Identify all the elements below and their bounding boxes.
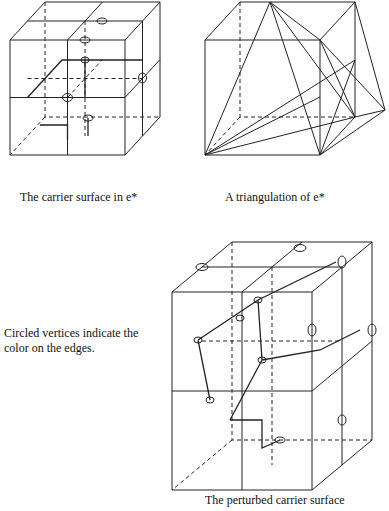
perturbed-surface-cube (172, 242, 376, 490)
figure-caption: The perturbed carrier surface (205, 493, 385, 508)
vertex-circle (275, 437, 285, 443)
carrier-surface (28, 60, 143, 140)
vertex-circle (206, 397, 214, 403)
cube-outline (10, 2, 160, 155)
color-circles (194, 245, 376, 444)
vertex-circle (236, 315, 244, 321)
hidden-edges (172, 242, 372, 490)
hidden-edges (205, 2, 355, 155)
triangulation-lines (205, 2, 385, 155)
vertex-circle (97, 18, 107, 24)
carrier-surface-cube (10, 2, 160, 155)
vertex-circle (338, 256, 346, 268)
subdivision-lines (172, 242, 372, 490)
vertex-circle (368, 324, 376, 336)
vertex-circle (81, 57, 89, 63)
vertex-circle (83, 115, 93, 121)
vertex-circle (63, 94, 73, 102)
vertex-circle (294, 245, 306, 252)
cube-outline (172, 242, 372, 490)
vertex-circle (194, 337, 202, 343)
vertex-circle (254, 297, 262, 303)
cube-outline (205, 2, 355, 155)
note-text: Circled vertices indicate the color on t… (4, 326, 152, 356)
hidden-edges (10, 2, 160, 155)
vertex-circle (196, 264, 208, 271)
figure-caption: A triangulation of e* (225, 190, 385, 205)
vertex-circle (308, 324, 316, 336)
triangulated-cube (205, 2, 385, 155)
vertex-circle (80, 37, 90, 43)
figure-caption: The carrier surface in e* (20, 190, 190, 205)
vertex-circle (139, 73, 147, 83)
color-circles (63, 18, 147, 121)
vertex-circle (258, 357, 266, 363)
vertex-circle (338, 415, 346, 425)
subdivision-lines (10, 2, 160, 155)
perturbed-surface (198, 262, 360, 448)
